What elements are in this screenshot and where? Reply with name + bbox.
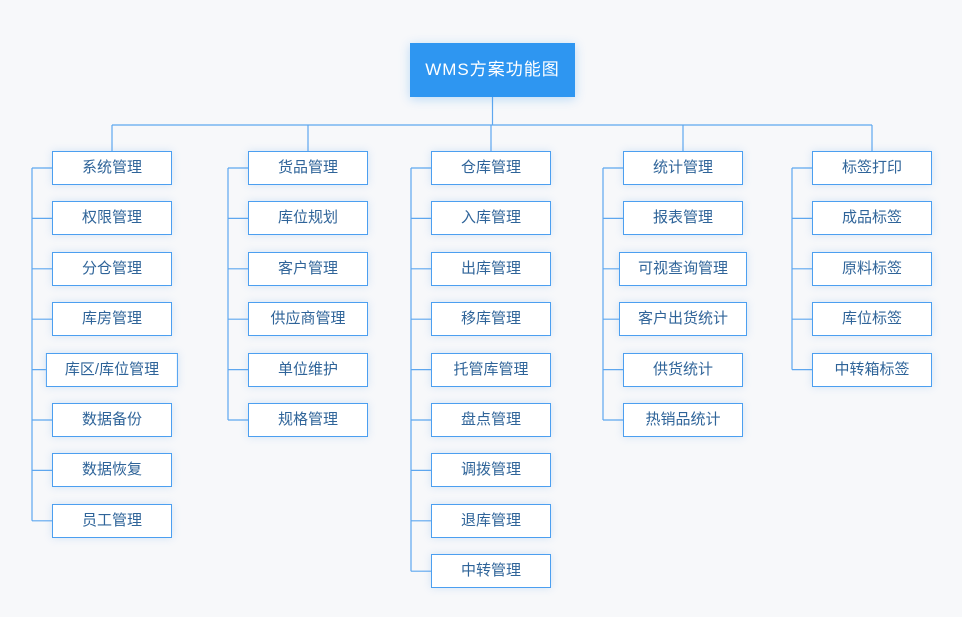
- child-node[interactable]: 报表管理: [623, 201, 743, 236]
- child-node[interactable]: 库位标签: [812, 302, 932, 337]
- child-node[interactable]: 供货统计: [623, 352, 743, 387]
- child-node[interactable]: 库位规划: [248, 201, 368, 236]
- child-node[interactable]: 员工管理: [52, 503, 172, 538]
- child-node[interactable]: 热销品统计: [623, 403, 743, 437]
- child-node[interactable]: 移库管理: [431, 302, 551, 337]
- child-node[interactable]: 托管库管理: [431, 352, 551, 387]
- column-header-node[interactable]: 货品管理: [248, 151, 368, 185]
- child-node[interactable]: 可视查询管理: [618, 251, 748, 286]
- column-header-node[interactable]: 仓库管理: [431, 151, 551, 185]
- child-node[interactable]: 供应商管理: [248, 302, 368, 337]
- child-node[interactable]: 退库管理: [431, 503, 551, 538]
- child-node[interactable]: 原料标签: [812, 251, 932, 286]
- child-node[interactable]: 盘点管理: [431, 403, 551, 437]
- child-node[interactable]: 客户出货统计: [618, 302, 748, 337]
- child-node[interactable]: 规格管理: [248, 403, 368, 437]
- child-node[interactable]: 权限管理: [52, 201, 172, 236]
- child-node[interactable]: 入库管理: [431, 201, 551, 236]
- child-node[interactable]: 客户管理: [248, 251, 368, 286]
- child-node[interactable]: 中转箱标签: [812, 352, 932, 387]
- child-node[interactable]: 数据备份: [52, 403, 172, 437]
- column-header-node[interactable]: 统计管理: [623, 151, 743, 185]
- child-node[interactable]: 库区/库位管理: [45, 352, 179, 387]
- column-header-node[interactable]: 系统管理: [52, 151, 172, 185]
- child-node[interactable]: 成品标签: [812, 201, 932, 236]
- child-node[interactable]: 数据恢复: [52, 453, 172, 488]
- child-node[interactable]: 分仓管理: [52, 251, 172, 286]
- child-node[interactable]: 出库管理: [431, 251, 551, 286]
- child-node[interactable]: 库房管理: [52, 302, 172, 337]
- child-node[interactable]: 中转管理: [431, 554, 551, 589]
- child-node[interactable]: 调拨管理: [431, 453, 551, 488]
- child-node[interactable]: 单位维护: [248, 352, 368, 387]
- column-header-node[interactable]: 标签打印: [812, 151, 932, 185]
- root-node[interactable]: WMS方案功能图: [410, 43, 575, 97]
